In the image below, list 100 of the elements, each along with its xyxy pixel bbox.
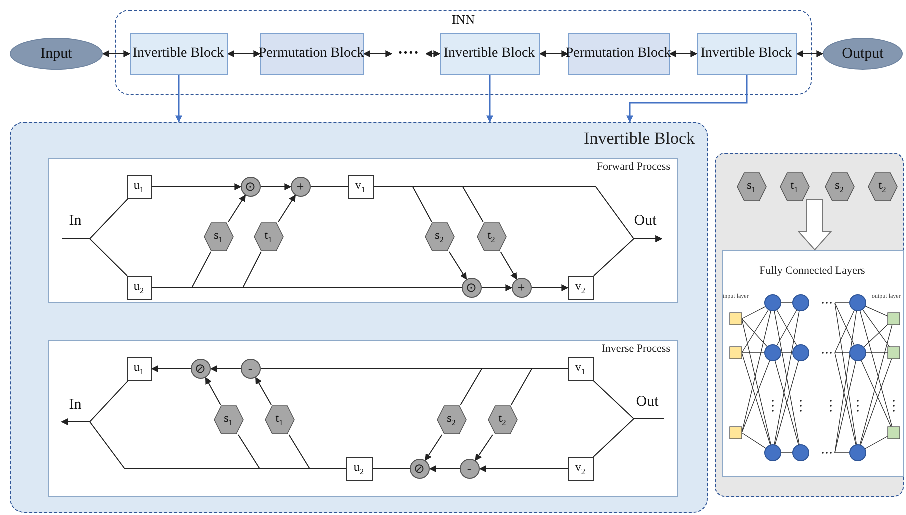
block-label: Invertible Block [444, 44, 536, 62]
hexagon-label: s$_{1}$ [214, 228, 223, 245]
io-text: In [69, 398, 82, 412]
block-label: Invertible Block [132, 44, 224, 62]
arrow [479, 466, 568, 472]
arrow [475, 434, 494, 462]
process-panel [48, 158, 678, 302]
variable-box [126, 356, 152, 380]
variable-box [568, 276, 594, 300]
arrow [152, 184, 242, 190]
arrow [227, 50, 261, 58]
arrow [482, 284, 513, 292]
operator-symbol: ⊘ [414, 462, 425, 475]
arrow [539, 50, 569, 58]
operator-symbol: ⊘ [195, 362, 206, 375]
process-block [696, 32, 796, 74]
panel-title: Inverse Process [602, 342, 670, 354]
variable-box [568, 356, 594, 380]
variable-box [126, 174, 152, 198]
operator-circle [512, 278, 532, 298]
variable-label: u$_{2}$ [354, 460, 364, 477]
network-group [115, 10, 812, 95]
arrow [594, 236, 663, 276]
arrow [796, 50, 824, 58]
connector-line [372, 468, 410, 470]
operator-symbol: ⊙ [245, 180, 256, 193]
process-panel [48, 340, 678, 496]
variable-label: v$_{2}$ [575, 279, 586, 296]
arrow [425, 434, 443, 462]
arrow [448, 252, 468, 280]
variable-label: u$_{2}$ [134, 279, 144, 296]
network-hexagon [488, 404, 518, 434]
panel-title: Forward Process [596, 160, 670, 172]
operator-circle [190, 358, 210, 378]
network-hexagon [780, 172, 810, 202]
hexagon-label: s$_{1}$ [747, 178, 756, 195]
operator-circle [460, 458, 480, 478]
operator-symbol: + [518, 281, 526, 294]
ellipsis: ···· [398, 44, 420, 62]
arrow [626, 75, 748, 123]
variable-label: v$_{2}$ [575, 460, 586, 477]
operator-circle [410, 458, 430, 478]
operator-symbol: + [296, 180, 304, 193]
hexagon-label: t$_{1}$ [790, 178, 798, 195]
arrow [210, 366, 242, 372]
connector-line [593, 418, 664, 458]
arrow [260, 184, 292, 190]
variable-label: u$_{1}$ [134, 178, 144, 195]
operator-circle [240, 176, 260, 196]
network-hexagon [868, 172, 898, 202]
panel-title: Fully Connected Layers [760, 264, 866, 278]
network-hexagon [824, 172, 854, 202]
connector-line [310, 186, 348, 188]
network-hexagon [436, 404, 466, 434]
process-block [440, 32, 540, 74]
network-panel [715, 153, 904, 497]
arrow [669, 50, 698, 58]
hollow-arrow [798, 200, 832, 251]
arrow [102, 50, 131, 58]
terminal-label: Input [40, 46, 72, 62]
operator-circle [240, 358, 260, 378]
variable-box [126, 276, 152, 300]
operator-circle [462, 278, 482, 298]
arrow [228, 194, 246, 222]
variable-label: v$_{1}$ [575, 360, 586, 377]
terminal-label: Output [842, 46, 884, 62]
operator-circle [290, 176, 310, 196]
hexagon-label: s$_{2}$ [447, 411, 456, 428]
arrow [429, 466, 460, 472]
arrow [486, 75, 494, 123]
process-block [260, 32, 364, 74]
block-label: Permutation Block [258, 44, 364, 62]
operator-symbol: - [248, 362, 253, 375]
hexagon-label: t$_{2}$ [498, 411, 506, 428]
arrow [176, 75, 182, 123]
block-label: Permutation Block [566, 44, 672, 62]
hexagon-label: t$_{2}$ [878, 178, 886, 195]
process-block [568, 32, 670, 74]
arrow [255, 377, 272, 406]
variable-box [346, 456, 372, 480]
arrow [278, 194, 296, 222]
hexagon-label: s$_{2}$ [835, 178, 844, 195]
hexagon-label: t$_{1}$ [276, 411, 284, 428]
hexagon-label: t$_{2}$ [488, 228, 496, 245]
connector-line [511, 368, 568, 406]
network-hexagon [204, 222, 234, 252]
group-title: INN [452, 12, 476, 27]
arrow [500, 252, 518, 280]
variable-label: u$_{1}$ [134, 360, 144, 377]
io-text: In [69, 214, 82, 228]
variable-label: v$_{1}$ [355, 178, 366, 195]
hexagon-label: t$_{1}$ [264, 228, 272, 245]
variable-box [348, 174, 374, 198]
network-hexagon [476, 222, 506, 252]
operator-symbol: ⊙ [466, 281, 477, 294]
panel-title: Invertible Block [584, 129, 695, 149]
network-hexagon [264, 404, 294, 434]
arrow [205, 377, 222, 406]
connector-line [62, 238, 128, 276]
arrow [363, 50, 393, 58]
